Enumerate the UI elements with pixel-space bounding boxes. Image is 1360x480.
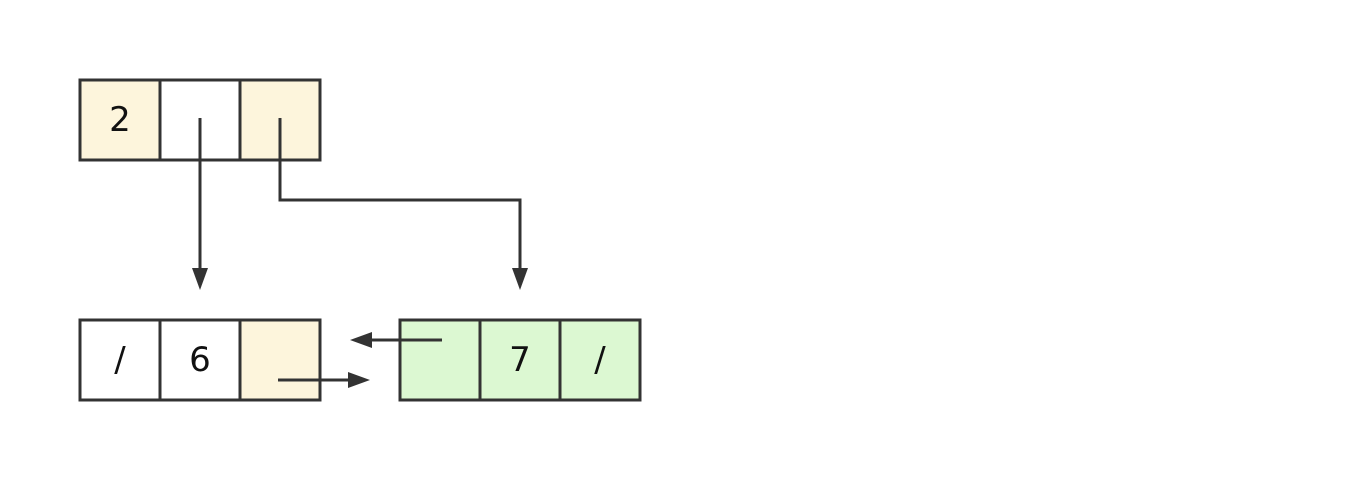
right-node-value-cell [478,318,562,402]
arrow-header-last-to-right-node [278,118,528,290]
right-node: 7 / [398,318,642,402]
right-node-next-text: / [594,340,606,380]
left-node: / 6 [78,318,322,402]
right-node-prev-cell [398,318,482,402]
arrow-header-first-to-left-node [192,118,208,290]
right-node-value-text: 7 [509,340,531,380]
arrow-right-prev-to-left-node [350,332,442,348]
left-node-value-text: 6 [189,340,211,380]
left-node-value-cell [158,318,242,402]
header-count-text: 2 [109,100,131,140]
right-node-next-cell [558,318,642,402]
left-node-next-cell [238,318,322,402]
left-node-prev-text: / [114,340,126,380]
arrow-left-next-to-right-node [278,372,370,388]
header-count-cell [78,78,162,162]
